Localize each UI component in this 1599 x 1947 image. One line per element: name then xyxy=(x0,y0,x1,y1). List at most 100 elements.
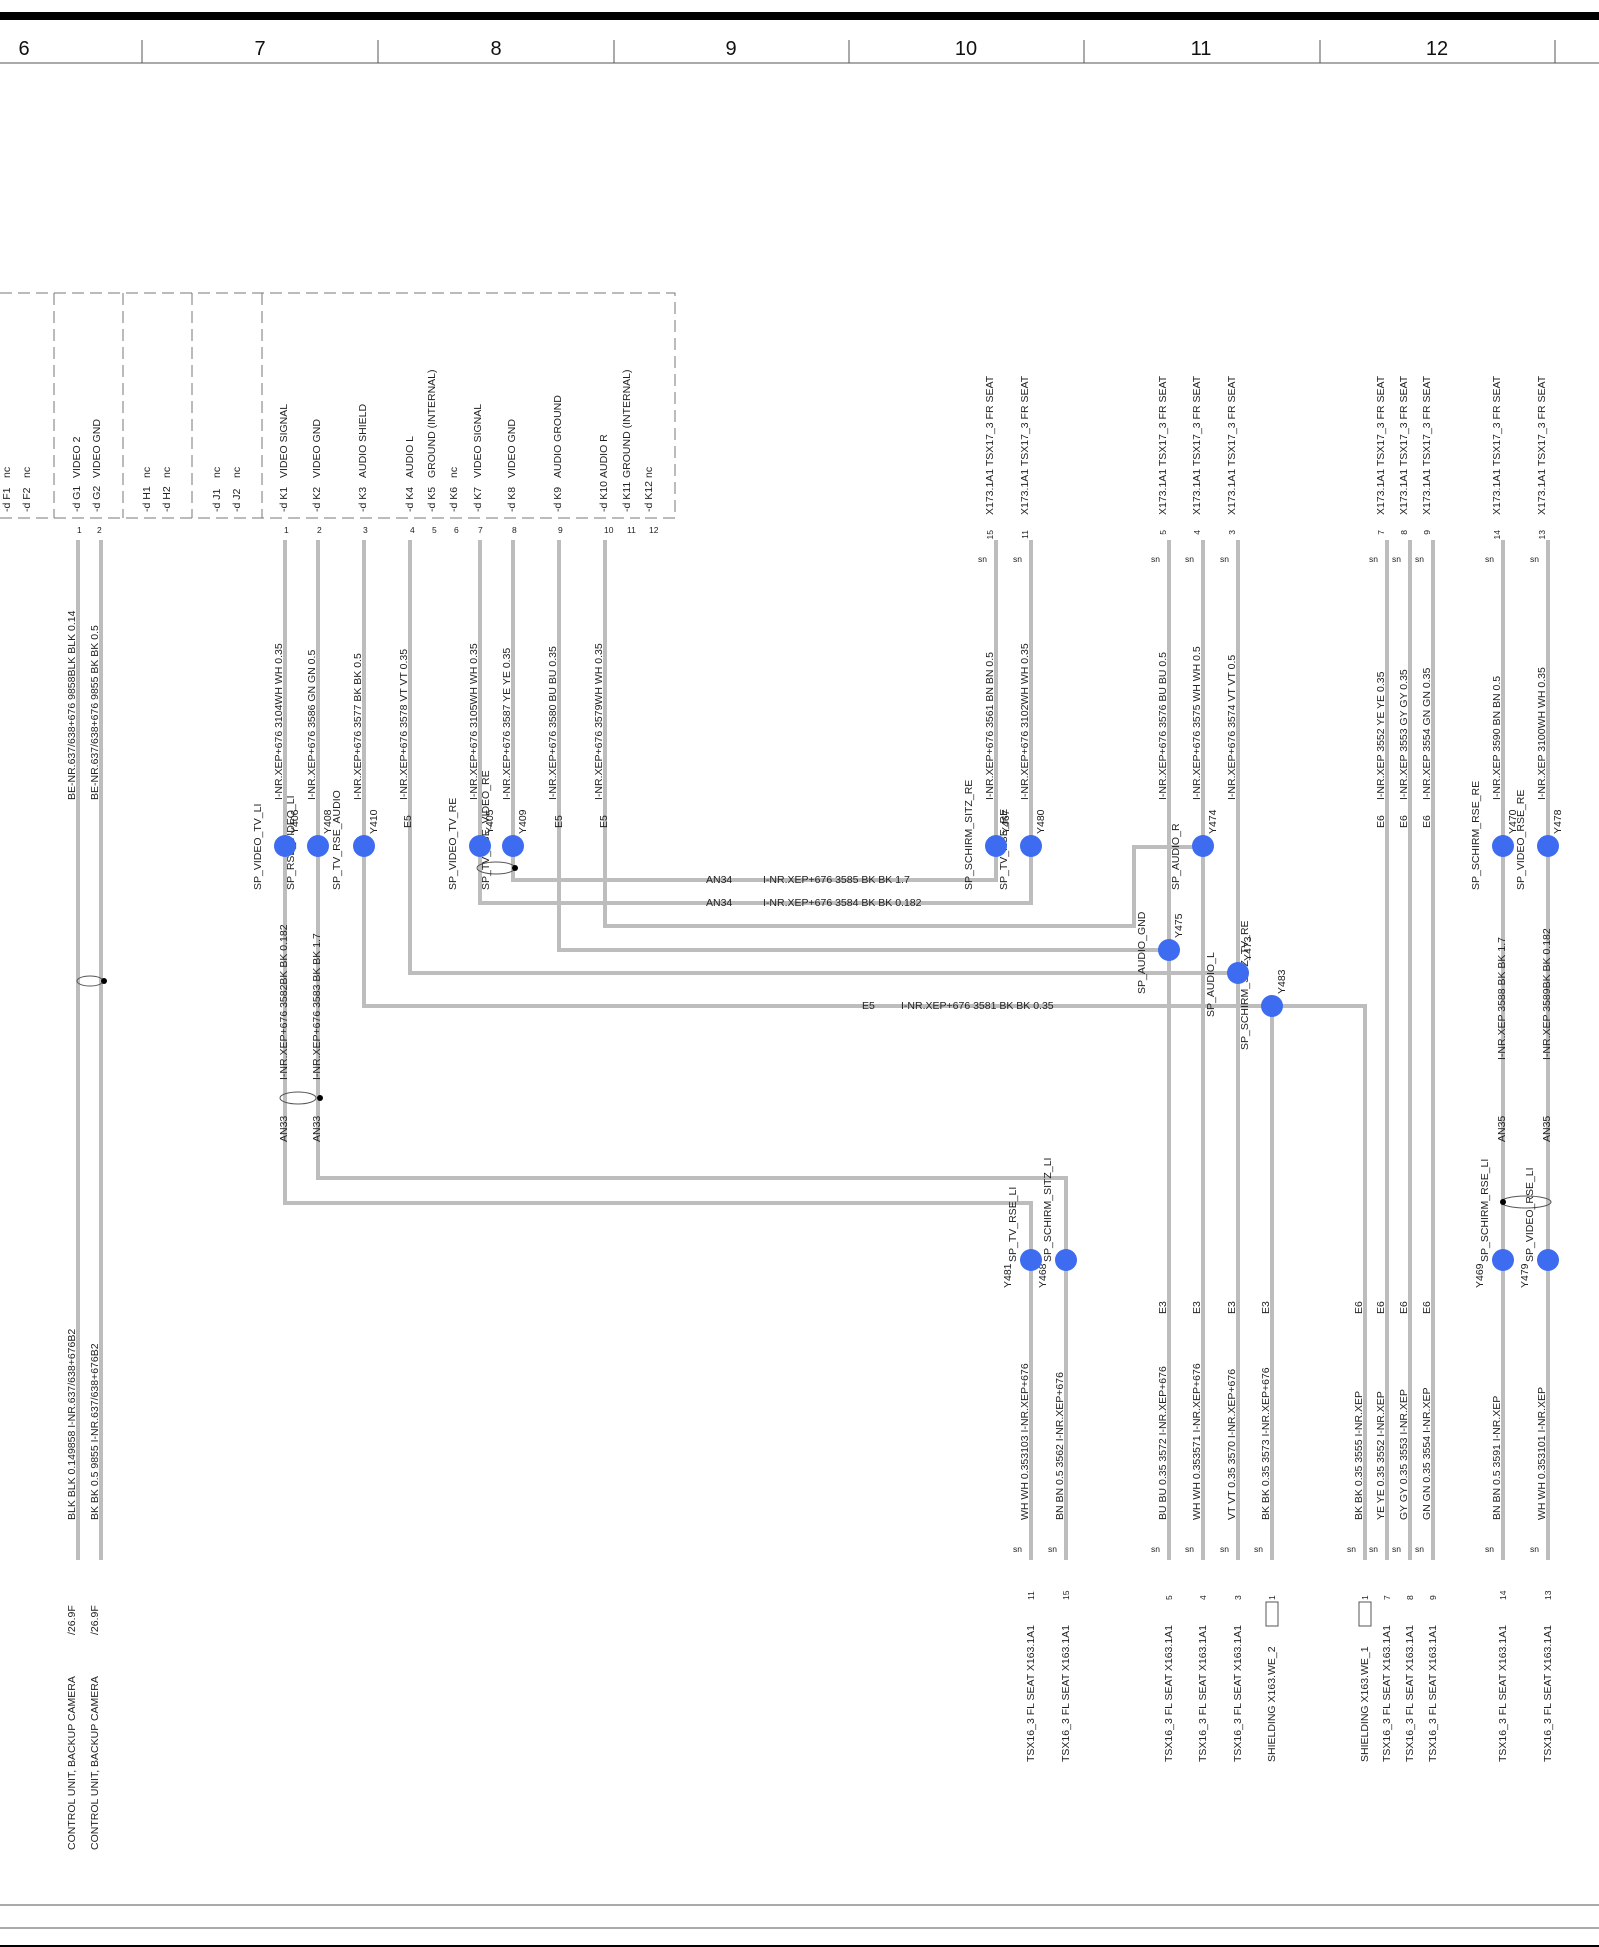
connector-pin-id: ‐d K2 xyxy=(311,487,323,512)
segment-e5: E5 xyxy=(402,815,414,828)
wire-k2 xyxy=(316,540,1068,1260)
column-header: 9 xyxy=(725,38,736,60)
connector-pin-label: nc xyxy=(231,467,243,478)
wire-label-b13: WH WH 0.353101 I-NR.XEP xyxy=(1536,1387,1548,1520)
wire-label-k1-lower: I-NR.XEP+676 3582BK BK 0.182 xyxy=(278,924,290,1080)
splice-id: Y469 xyxy=(1474,1263,1486,1288)
fr-connector-pin: 15 xyxy=(985,530,995,540)
connector-pin-id: ‐d J1 xyxy=(211,488,223,512)
splice-label: SP_SCHIRM_RSE_LI xyxy=(1479,1159,1491,1262)
wire-label-g2: BE-NR.637/638+676 9855 BK BK 0.5 xyxy=(89,625,101,800)
bottom-connector-label: TSX16_3 FL SEAT X163.1A1 xyxy=(1497,1625,1509,1762)
segment-e6: E6 xyxy=(1353,1301,1365,1314)
sn-marker: sn xyxy=(1013,1544,1022,1554)
segment-e6: E6 xyxy=(1398,1301,1410,1314)
segment-e5: E5 xyxy=(862,1000,875,1012)
segment-an33: AN33 xyxy=(278,1116,290,1142)
fr-connector-label: X173.1A1 TSX17_3 FR SEAT xyxy=(1226,375,1238,515)
segment-e6: E6 xyxy=(1398,815,1410,828)
splice-y409 xyxy=(502,835,524,857)
splice-id: Y408 xyxy=(322,809,334,834)
sn-marker: sn xyxy=(978,554,987,564)
connector-pin-id: ‐d J2 xyxy=(231,488,243,512)
wire-label-b3: VT VT 0.35 3570 I-NR.XEP+676 xyxy=(1226,1369,1238,1520)
bottom-connector-label: TSX16_3 FL SEAT X163.1A1 xyxy=(1060,1625,1072,1762)
splice-y481 xyxy=(1020,1249,1042,1271)
connector-pin-id: ‐d K10 xyxy=(598,481,610,512)
sn-marker: sn xyxy=(1185,1544,1194,1554)
connector-pin-label: nc xyxy=(211,467,223,478)
wire-label-fr3: I-NR.XEP+676 3574 VT VT 0.5 xyxy=(1226,655,1238,800)
splice-y470 xyxy=(1492,835,1514,857)
segment-e5: E5 xyxy=(553,815,565,828)
fr-connector-pin: 11 xyxy=(1020,530,1030,539)
camera-ref: /26.9F xyxy=(66,1605,78,1635)
column-header: 6 xyxy=(18,38,29,60)
column-header: 12 xyxy=(1426,38,1448,60)
camera-label: CONTROL UNIT, BACKUP CAMERA xyxy=(89,1676,101,1850)
wire-label-b15: BN BN 0.5 3562 I-NR.XEP+676 xyxy=(1054,1372,1066,1520)
fr-connector-label: X173.1A1 TSX17_3 FR SEAT xyxy=(1536,375,1548,515)
splice-y410 xyxy=(353,835,375,857)
wire-label-b7: YE YE 0.35 3552 I-NR.XEP xyxy=(1375,1391,1387,1520)
column-header: 10 xyxy=(955,38,977,60)
splice-label: SP_VIDEO_TV_RE xyxy=(447,798,459,890)
sn-marker: sn xyxy=(1347,1544,1356,1554)
bottom-connector-label: TSX16_3 FL SEAT X163.1A1 xyxy=(1025,1625,1037,1762)
segment-e3: E3 xyxy=(1157,1301,1169,1314)
splice-id: Y481 xyxy=(1002,1263,1014,1288)
connector-pin-number: 8 xyxy=(512,525,517,535)
splice-id: Y480 xyxy=(1035,809,1047,834)
connector-pin-id: ‐d K4 xyxy=(404,487,416,512)
connector-pin-label: VIDEO 2 xyxy=(71,436,83,478)
bottom-connector-label: TSX16_3 FL SEAT X163.1A1 xyxy=(1163,1625,1175,1762)
junction-dot xyxy=(1500,1199,1506,1205)
fr-connector-pin: 9 xyxy=(1422,530,1432,535)
wire-k8 xyxy=(511,540,998,882)
splice-y478 xyxy=(1537,835,1559,857)
wire-label-g1b: BLK BLK 0.149858 I-NR.637/638+676B2 xyxy=(66,1329,78,1520)
segment-e6: E6 xyxy=(1421,1301,1433,1314)
connector-pin-number: 5 xyxy=(432,525,437,535)
wire-label-fr8: I-NR.XEP 3553 GY GY 0.35 xyxy=(1398,669,1410,800)
splice-y479 xyxy=(1537,1249,1559,1271)
shield-terminal xyxy=(1265,1601,1279,1627)
splice-y469 xyxy=(1492,1249,1514,1271)
wire-label-an34-2: I-NR.XEP+676 3584 BK BK 0.182 xyxy=(763,897,922,909)
sn-marker: sn xyxy=(1254,1544,1263,1554)
connector-pin-label: VIDEO GND xyxy=(91,419,103,478)
bottom-connector-pin: 9 xyxy=(1428,1595,1438,1600)
fr-connector-pin: 5 xyxy=(1158,530,1168,535)
wire-label-b8: GY GY 0.35 3553 I-NR.XEP xyxy=(1398,1389,1410,1520)
wire-label-k4: I-NR.XEP+676 3578 VT VT 0.35 xyxy=(398,649,410,800)
wire-label-k10: I-NR.XEP+676 3579WH WH 0.35 xyxy=(593,643,605,800)
column-header: 8 xyxy=(490,38,501,60)
sn-marker: sn xyxy=(1415,1544,1424,1554)
bottom-connector-label: SHIELDING X163.WE_1 xyxy=(1359,1646,1371,1762)
splice-id: Y483 xyxy=(1276,969,1288,994)
wire-label-e5: I-NR.XEP+676 3581 BK BK 0.35 xyxy=(901,1000,1054,1012)
connector-pin-number: 3 xyxy=(363,525,368,535)
wire-label-b4: WH WH 0.353571 I-NR.XEP+676 xyxy=(1191,1363,1203,1520)
splice-y473 xyxy=(1227,962,1249,984)
connector-outline xyxy=(0,292,676,519)
fr-connector-pin: 7 xyxy=(1376,530,1386,535)
connector-pin-label: VIDEO GND xyxy=(506,419,518,478)
connector-pin-label: nc xyxy=(643,467,655,478)
connector-pin-number: 9 xyxy=(558,525,563,535)
connector-pin-id: ‐d K6 xyxy=(448,487,460,512)
splice-label: SP_AUDIO_R xyxy=(1170,823,1182,890)
segment-an33: AN33 xyxy=(311,1116,323,1142)
splice-y405 xyxy=(469,835,491,857)
splice-id: Y409 xyxy=(517,809,529,834)
wire-k3 xyxy=(362,540,1367,1560)
wire-label-fr11: I-NR.XEP+676 3102WH WH 0.35 xyxy=(1019,643,1031,800)
segment-e6: E6 xyxy=(1421,815,1433,828)
wire-label-b11: WH WH 0.353103 I-NR.XEP+676 xyxy=(1019,1363,1031,1520)
fr-connector-label: X173.1A1 TSX17_3 FR SEAT xyxy=(1375,375,1387,515)
fr-connector-pin: 8 xyxy=(1399,530,1409,535)
wire-k1 xyxy=(283,540,1033,1260)
junction-dot xyxy=(101,978,107,984)
sn-marker: sn xyxy=(1013,554,1022,564)
column-header: 7 xyxy=(254,38,265,60)
